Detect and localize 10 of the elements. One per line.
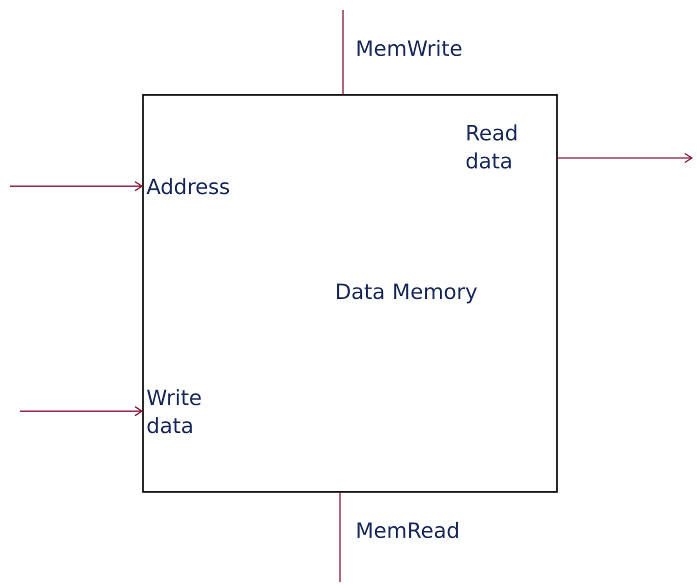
arrow [10,181,144,192]
port-label: Write data [147,389,201,434]
signal-line [339,492,341,582]
signal-line [342,10,344,94]
port-label: Address [146,178,230,194]
arrow [558,152,693,164]
port-label: Read data [466,124,516,169]
arrow [20,406,144,416]
edge-label: MemRead [358,522,458,538]
edge-label: MemWrite [358,40,462,56]
